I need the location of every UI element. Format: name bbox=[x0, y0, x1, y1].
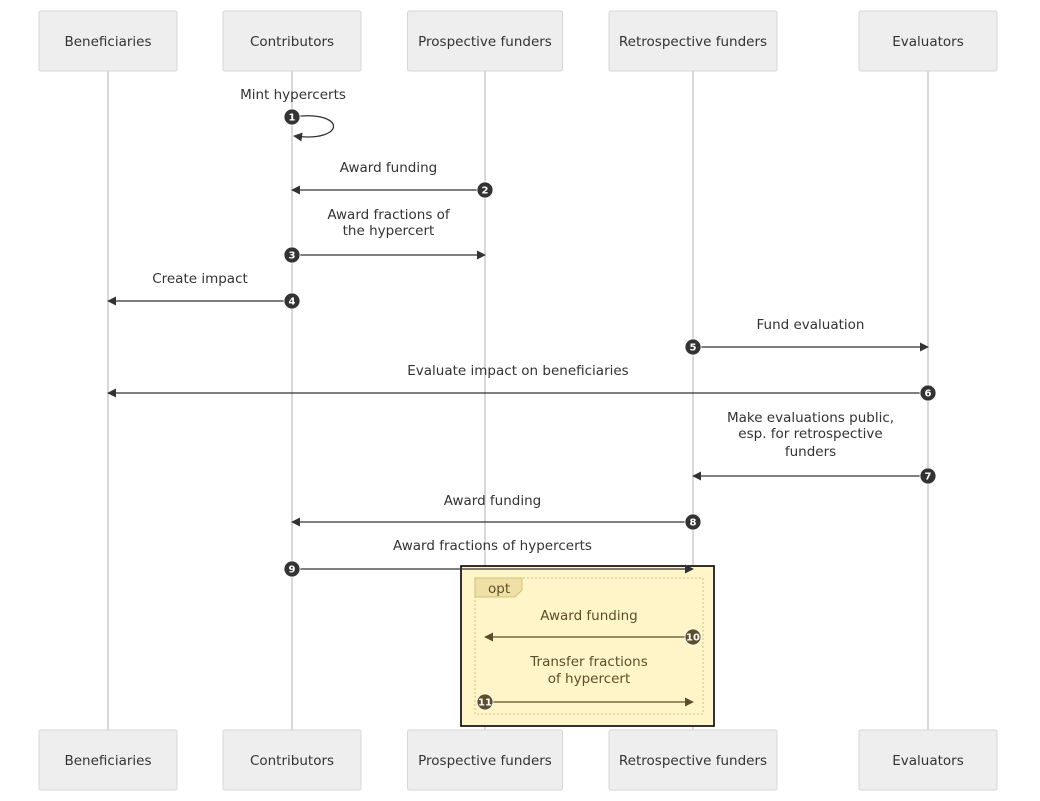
actor-box bbox=[38, 729, 178, 791]
message-2: Award funding 2 bbox=[291, 160, 494, 199]
sequence-number-badge: 6 bbox=[919, 384, 937, 402]
actor-con-bottom: Contributors bbox=[222, 729, 362, 791]
actor-box bbox=[38, 10, 178, 72]
message-arrow bbox=[291, 115, 335, 142]
sequence-number-circle bbox=[476, 693, 494, 711]
message-label: Award funding bbox=[540, 608, 638, 624]
actor-box bbox=[222, 729, 362, 791]
message-label: Make evaluations public, bbox=[727, 410, 894, 426]
actor-box bbox=[407, 10, 563, 72]
sequence-number-circle bbox=[919, 384, 937, 402]
message-label: the hypercert bbox=[343, 223, 435, 239]
actor-label: Evaluators bbox=[892, 753, 964, 769]
message-8: Award funding 8 bbox=[291, 493, 702, 531]
opt-block: opt bbox=[460, 565, 715, 727]
sequence-number: 1 bbox=[289, 113, 296, 124]
sequence-number-badge: 2 bbox=[476, 181, 494, 199]
message-label: Award funding bbox=[340, 160, 438, 176]
sequence-number: 9 bbox=[289, 565, 296, 576]
actor-box bbox=[407, 729, 563, 791]
actor-con-top: Contributors bbox=[222, 10, 362, 72]
message-label: Award funding bbox=[444, 493, 542, 509]
actor-label: Beneficiaries bbox=[64, 753, 151, 769]
message-9: Award fractions of hypercerts 9 bbox=[283, 538, 694, 578]
sequence-number-badge: 7 bbox=[919, 467, 937, 485]
opt-inner-frame bbox=[474, 577, 704, 715]
actor-ret-top: Retrospective funders bbox=[608, 10, 778, 72]
sequence-number-badge: 3 bbox=[283, 246, 301, 264]
message-label: Fund evaluation bbox=[756, 317, 864, 333]
sequence-number: 8 bbox=[690, 518, 697, 529]
sequence-number: 6 bbox=[925, 389, 932, 400]
actor-box bbox=[608, 10, 778, 72]
sequence-number: 11 bbox=[478, 698, 492, 709]
actor-pro-top: Prospective funders bbox=[407, 10, 563, 72]
actor-label: Retrospective funders bbox=[619, 34, 767, 50]
sequence-number-circle bbox=[684, 338, 702, 356]
sequence-number: 5 bbox=[690, 343, 697, 354]
message-6: Evaluate impact on beneficiaries 6 bbox=[107, 363, 937, 402]
actor-box bbox=[608, 729, 778, 791]
message-label: Mint hypercerts bbox=[240, 87, 346, 103]
sequence-number-circle bbox=[283, 246, 301, 264]
message-label: Evaluate impact on beneficiaries bbox=[407, 363, 628, 379]
actor-label: Prospective funders bbox=[418, 34, 552, 50]
actor-label: Prospective funders bbox=[418, 753, 552, 769]
actor-ben-top: Beneficiaries bbox=[38, 10, 178, 72]
message-4: Create impact 4 bbox=[107, 271, 301, 310]
sequence-number-badge: 8 bbox=[684, 513, 702, 531]
message-label: Award fractions of bbox=[327, 207, 451, 223]
sequence-number-badge: 9 bbox=[283, 560, 301, 578]
sequence-number-circle bbox=[283, 108, 301, 126]
actor-pro-bottom: Prospective funders bbox=[407, 729, 563, 791]
sequence-number: 4 bbox=[289, 297, 296, 308]
actor-box bbox=[222, 10, 362, 72]
actor-label: Evaluators bbox=[892, 34, 964, 50]
sequence-number: 7 bbox=[925, 472, 932, 483]
message-label: Transfer fractions bbox=[529, 654, 647, 670]
sequence-number-circle bbox=[684, 513, 702, 531]
sequence-number-circle bbox=[283, 560, 301, 578]
message-label: esp. for retrospective bbox=[738, 426, 882, 442]
sequence-number-badge: 5 bbox=[684, 338, 702, 356]
sequence-number-circle bbox=[476, 181, 494, 199]
sequence-number-badge: 11 bbox=[476, 693, 494, 711]
actor-label: Contributors bbox=[250, 34, 334, 50]
actor-eva-top: Evaluators bbox=[858, 10, 998, 72]
message-label: Award fractions of hypercerts bbox=[393, 538, 592, 554]
actor-label: Contributors bbox=[250, 753, 334, 769]
message-label: funders bbox=[785, 444, 836, 460]
sequence-number: 10 bbox=[686, 633, 700, 644]
actor-box bbox=[858, 729, 998, 791]
message-10: Award funding 10 bbox=[484, 608, 702, 646]
sequence-number-circle bbox=[684, 628, 702, 646]
sequence-number-circle bbox=[919, 467, 937, 485]
opt-tab bbox=[474, 577, 523, 598]
sequence-number: 2 bbox=[482, 186, 489, 197]
actor-label: Beneficiaries bbox=[64, 34, 151, 50]
opt-label: opt bbox=[488, 581, 510, 597]
actor-ret-bottom: Retrospective funders bbox=[608, 729, 778, 791]
actor-box bbox=[858, 10, 998, 72]
message-7: Make evaluations public,esp. for retrosp… bbox=[692, 410, 937, 485]
sequence-number-badge: 4 bbox=[283, 292, 301, 310]
sequence-number-badge: 10 bbox=[684, 628, 702, 646]
actor-label: Retrospective funders bbox=[619, 753, 767, 769]
sequence-number-circle bbox=[283, 292, 301, 310]
message-label: Create impact bbox=[152, 271, 248, 287]
message-1: Mint hypercerts 1 bbox=[240, 87, 346, 142]
actor-eva-bottom: Evaluators bbox=[858, 729, 998, 791]
sequence-number: 3 bbox=[289, 251, 296, 262]
actor-ben-bottom: Beneficiaries bbox=[38, 729, 178, 791]
sequence-number-badge: 1 bbox=[283, 108, 301, 126]
message-5: Fund evaluation 5 bbox=[684, 317, 929, 356]
message-label: of hypercert bbox=[548, 671, 631, 687]
